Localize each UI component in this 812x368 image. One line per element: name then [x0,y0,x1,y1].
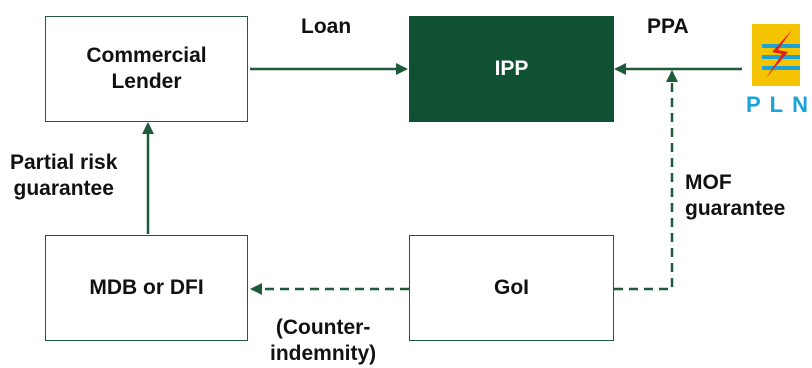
edge-partial-risk-line1: Partial risk [10,151,118,174]
node-mdb-dfi: MDB or DFI [45,235,248,341]
node-commercial-lender-line1: Commercial [86,43,207,67]
node-goi: GoI [409,235,614,341]
edge-partial-risk-label: Partial risk guarantee [10,150,117,203]
node-commercial-lender-line2: Lender [111,70,182,93]
edge-mof-guarantee-arrow [614,70,678,291]
edge-mof-guarantee-label: MOF guarantee [685,170,785,223]
edge-loan-label: Loan [301,15,352,38]
edge-counter-indemnity-line2: indemnity) [270,342,377,366]
pln-logo-icon [752,24,800,86]
edge-counter-indemnity-line1: (Counter- [275,316,371,339]
pln-logo-text: PLN [746,92,812,117]
edge-partial-risk-line2: guarantee [13,177,114,201]
edge-counter-indemnity-label: (Counter- indemnity) [270,315,376,368]
edge-mof-line2: guarantee [685,197,786,221]
node-goi-label: GoI [494,275,529,299]
node-commercial-lender: Commercial Lender [45,16,248,122]
node-mdb-dfi-label: MDB or DFI [89,275,204,299]
node-ipp: IPP [409,16,614,122]
node-ipp-label: IPP [494,56,529,80]
edge-ppa-label: PPA [647,15,689,38]
edge-mof-line1: MOF [685,171,732,194]
